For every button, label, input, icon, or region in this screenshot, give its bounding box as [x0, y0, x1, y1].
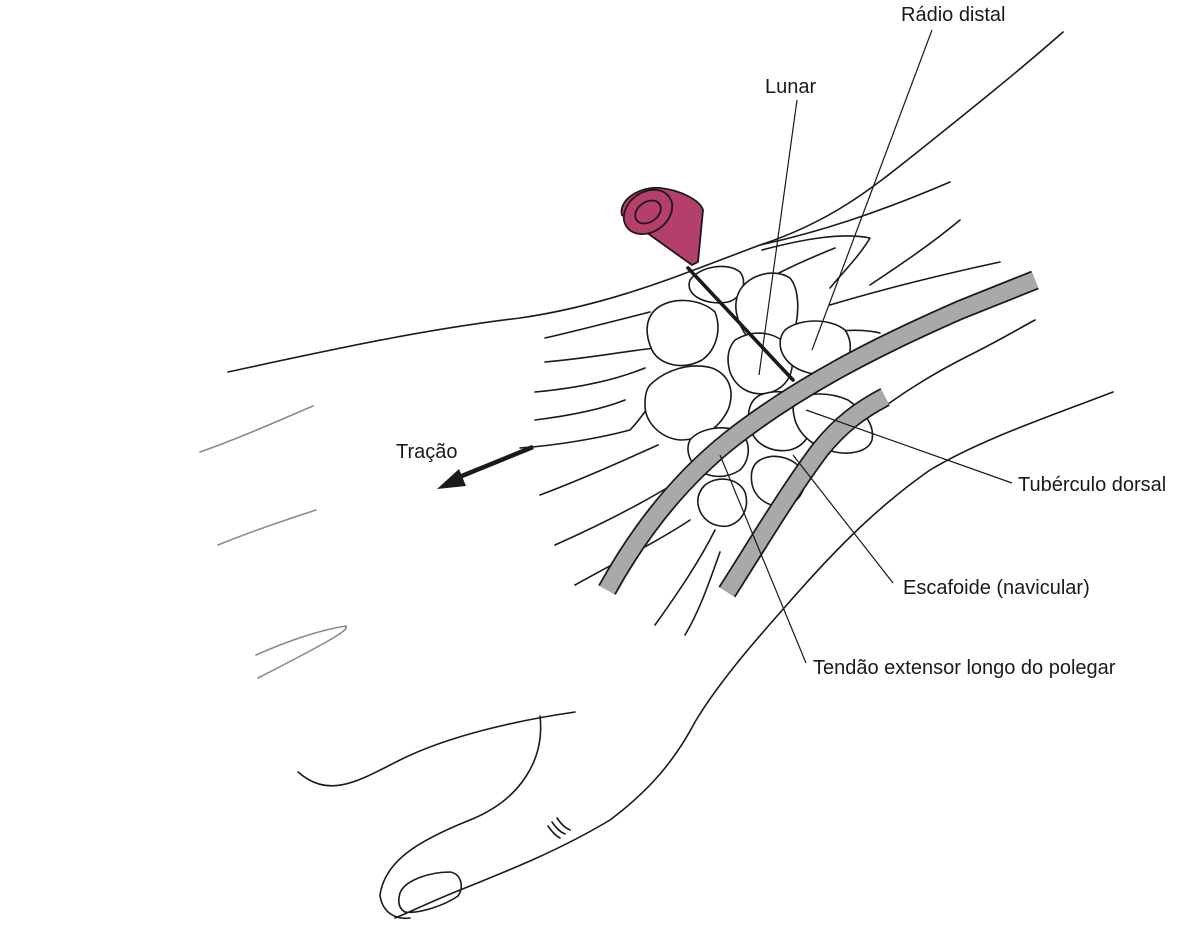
hand-outline	[199, 31, 1114, 920]
needle-hub-icon	[620, 187, 704, 266]
forearm-upper-contour	[227, 31, 1064, 373]
finger-line-2	[217, 509, 317, 546]
traction-arrow-icon	[437, 444, 534, 489]
tendon-epl	[599, 272, 1039, 594]
thumb-contour	[297, 711, 576, 787]
wrist-back-contour	[759, 181, 951, 246]
finger-line-1	[199, 405, 314, 453]
leader-lines	[719, 29, 1013, 664]
tendon-second	[720, 389, 889, 597]
label-lunar: Lunar	[765, 76, 816, 98]
bone-triquetrum	[646, 299, 719, 367]
label-escafoide: Escafoide (navicular)	[903, 577, 1090, 599]
label-tendao: Tendão extensor longo do polegar	[813, 657, 1116, 679]
leader-radio-distal	[811, 29, 933, 351]
thumb-tip	[379, 715, 542, 920]
label-tuberculo-dorsal: Tubérculo dorsal	[1018, 474, 1166, 496]
knuckle-crease-1	[547, 825, 561, 839]
leader-tendao	[719, 454, 807, 664]
tendons	[598, 270, 1039, 598]
leader-tuberculo-dorsal	[805, 409, 1013, 484]
forearm-lower-contour	[394, 391, 1114, 919]
leader-escafoide	[792, 454, 894, 584]
finger-line-3	[255, 625, 348, 679]
knuckle-crease-2	[551, 821, 566, 835]
labels: Rádio distal Lunar Tração Tubérculo dors…	[396, 4, 1166, 679]
needle-shaft	[686, 266, 795, 382]
knuckle-crease-3	[556, 817, 571, 831]
thumbnail	[398, 871, 463, 914]
leader-lunar	[758, 99, 798, 376]
label-tracao: Tração	[396, 441, 458, 463]
dorsal-lines	[519, 219, 1036, 636]
needle	[620, 187, 795, 382]
label-radio-distal: Rádio distal	[901, 4, 1006, 26]
